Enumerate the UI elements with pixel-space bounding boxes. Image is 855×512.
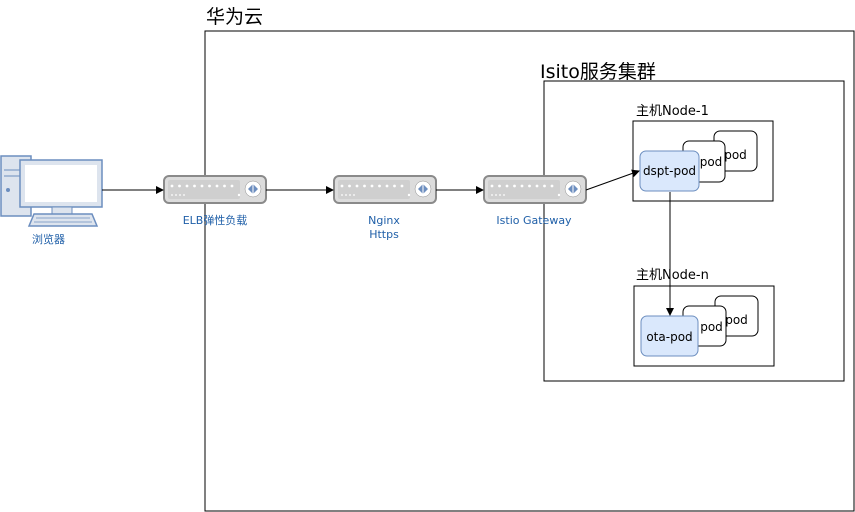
elb-label: ELB弹性负载 bbox=[182, 214, 248, 227]
gateway-device-icon[interactable] bbox=[483, 175, 587, 204]
noden-pod-back-label: pod bbox=[725, 313, 748, 327]
ota-pod-box[interactable] bbox=[640, 315, 699, 357]
node1-title: 主机Node-1 bbox=[636, 104, 709, 119]
dspt-pod-box[interactable] bbox=[639, 150, 700, 192]
nginx-label-line2: Https bbox=[369, 228, 399, 241]
noden-pod-mid-label: pod bbox=[700, 320, 723, 334]
gateway-label: Istio Gateway bbox=[496, 214, 572, 227]
elb-device-icon[interactable] bbox=[163, 175, 267, 204]
arrow-gateway-to-dspt bbox=[585, 169, 640, 191]
dspt-pod-label[interactable]: dspt-pod bbox=[642, 164, 697, 178]
node1-pod-mid-label: pod bbox=[699, 155, 723, 169]
noden-title: 主机Node-n bbox=[636, 268, 709, 283]
browser-label: 浏览器 bbox=[32, 233, 65, 246]
cloud-region-box bbox=[204, 30, 855, 512]
nginx-label-line1: Nginx bbox=[368, 214, 400, 227]
browser-computer-icon[interactable] bbox=[0, 155, 103, 227]
ota-pod-label[interactable]: ota-pod bbox=[646, 330, 693, 344]
node1-pod-back-label: pod bbox=[724, 148, 747, 162]
nginx-device-icon[interactable] bbox=[333, 175, 437, 204]
cluster-region-title: Isito服务集群 bbox=[540, 61, 656, 83]
cluster-region-box bbox=[543, 80, 845, 382]
cloud-region-title: 华为云 bbox=[206, 6, 264, 28]
